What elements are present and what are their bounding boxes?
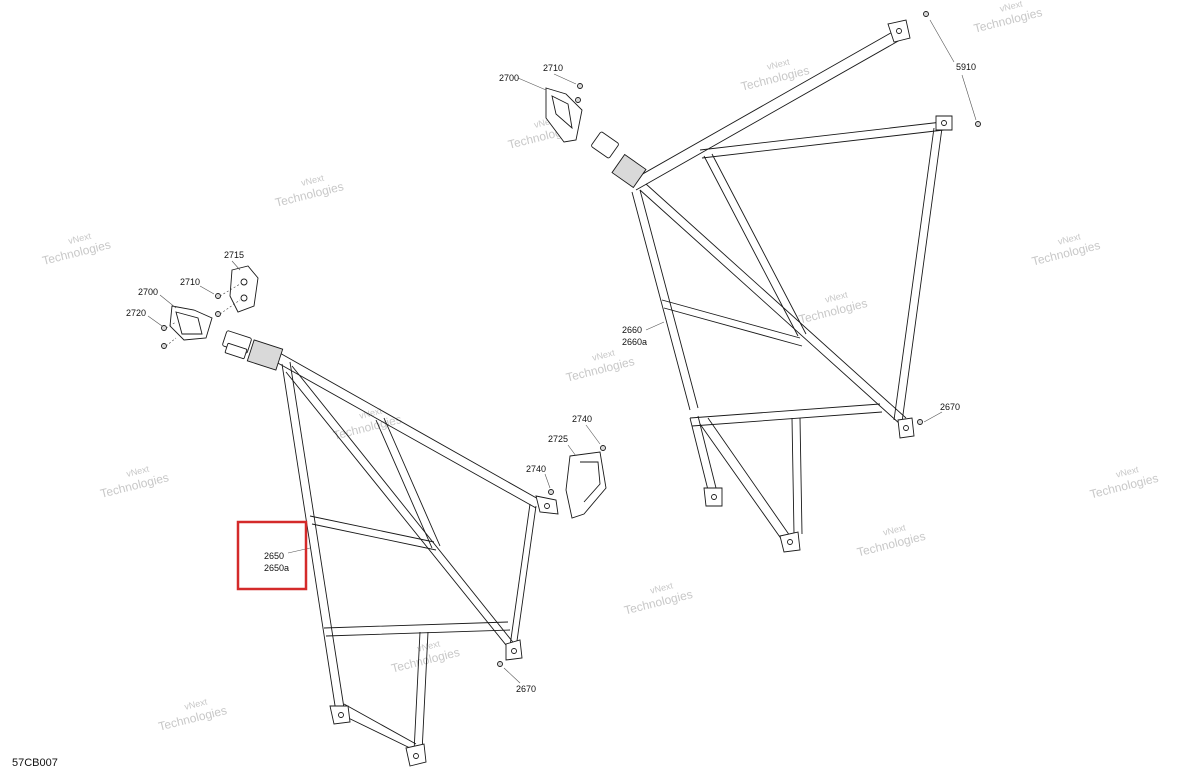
label-2710-left: 2710 <box>180 277 200 287</box>
net-buckle <box>591 131 647 189</box>
callout-leaders <box>147 19 977 684</box>
bottom-vertical-strap <box>791 417 803 535</box>
mid-latch-hardware <box>497 445 607 667</box>
left-vertical-strap <box>631 189 699 411</box>
screw-2710 <box>215 293 221 317</box>
left-strap <box>281 361 345 713</box>
middle-strap <box>661 299 803 347</box>
label-2715: 2715 <box>224 250 244 260</box>
label-2740-top: 2740 <box>572 414 592 424</box>
label-2740-mid: 2740 <box>526 464 546 474</box>
callout-labels: 2715 2710 2700 2720 2740 2725 2740 2650 … <box>126 62 976 694</box>
lower-strap <box>689 403 883 427</box>
bottom-right-anchor <box>505 639 523 661</box>
label-2700-right: 2700 <box>499 73 519 83</box>
label-2725: 2725 <box>548 434 568 444</box>
label-2710-right: 2710 <box>543 63 563 73</box>
right-corner-anchor <box>535 495 559 515</box>
label-2660a: 2660a <box>622 337 647 347</box>
bottom-left-strap <box>689 415 717 491</box>
top-long-strap <box>631 29 901 191</box>
right-vertical-strap <box>893 127 943 423</box>
label-2660: 2660 <box>622 325 642 335</box>
bottom-vertical-strap <box>413 631 429 753</box>
label-2670-right: 2670 <box>940 402 960 412</box>
label-2700-left: 2700 <box>138 287 158 297</box>
inner-strap <box>375 417 441 549</box>
label-2720: 2720 <box>126 308 146 318</box>
inner-strap <box>703 153 807 337</box>
figure-id: 57CB007 <box>12 757 58 769</box>
right-net-assembly <box>591 11 981 553</box>
top-horizontal-strap <box>699 121 945 159</box>
right-latch-hardware <box>545 83 583 143</box>
screw-2740-mid <box>548 489 554 495</box>
top-end-anchor <box>887 19 911 43</box>
nut-2720 <box>161 325 167 349</box>
right-strap <box>509 503 537 649</box>
left-latch-hardware <box>161 265 259 349</box>
label-2650a: 2650a <box>264 563 289 573</box>
screw-5910 <box>923 11 981 127</box>
diagonal-strap <box>285 365 517 651</box>
top-strap <box>275 351 541 509</box>
screw-2740-top <box>600 445 606 451</box>
latch-2700-right <box>545 87 583 143</box>
latch-2700 <box>169 305 213 341</box>
left-net-assembly <box>222 330 559 767</box>
screw-2710-right <box>575 83 583 103</box>
bottom-left-anchor <box>703 487 723 507</box>
bottom-anchor <box>779 531 801 553</box>
lower-strap <box>323 621 511 637</box>
screw-2670-left <box>497 661 503 667</box>
highlight-box <box>236 520 308 591</box>
top-right-anchor <box>935 115 953 131</box>
label-5910: 5910 <box>956 62 976 72</box>
label-2650: 2650 <box>264 551 284 561</box>
bottom-strap <box>699 417 791 541</box>
bottom-anchor <box>405 743 427 767</box>
label-2670-left: 2670 <box>516 684 536 694</box>
plate-2715 <box>229 265 259 313</box>
middle-strap <box>309 515 437 551</box>
latch-2725 <box>565 451 607 519</box>
bottom-right-anchor <box>897 417 915 439</box>
diagonal-strap <box>639 183 907 425</box>
bottom-left-anchor <box>329 705 351 725</box>
screw-2670-right <box>917 419 923 425</box>
net-buckle <box>222 330 284 371</box>
